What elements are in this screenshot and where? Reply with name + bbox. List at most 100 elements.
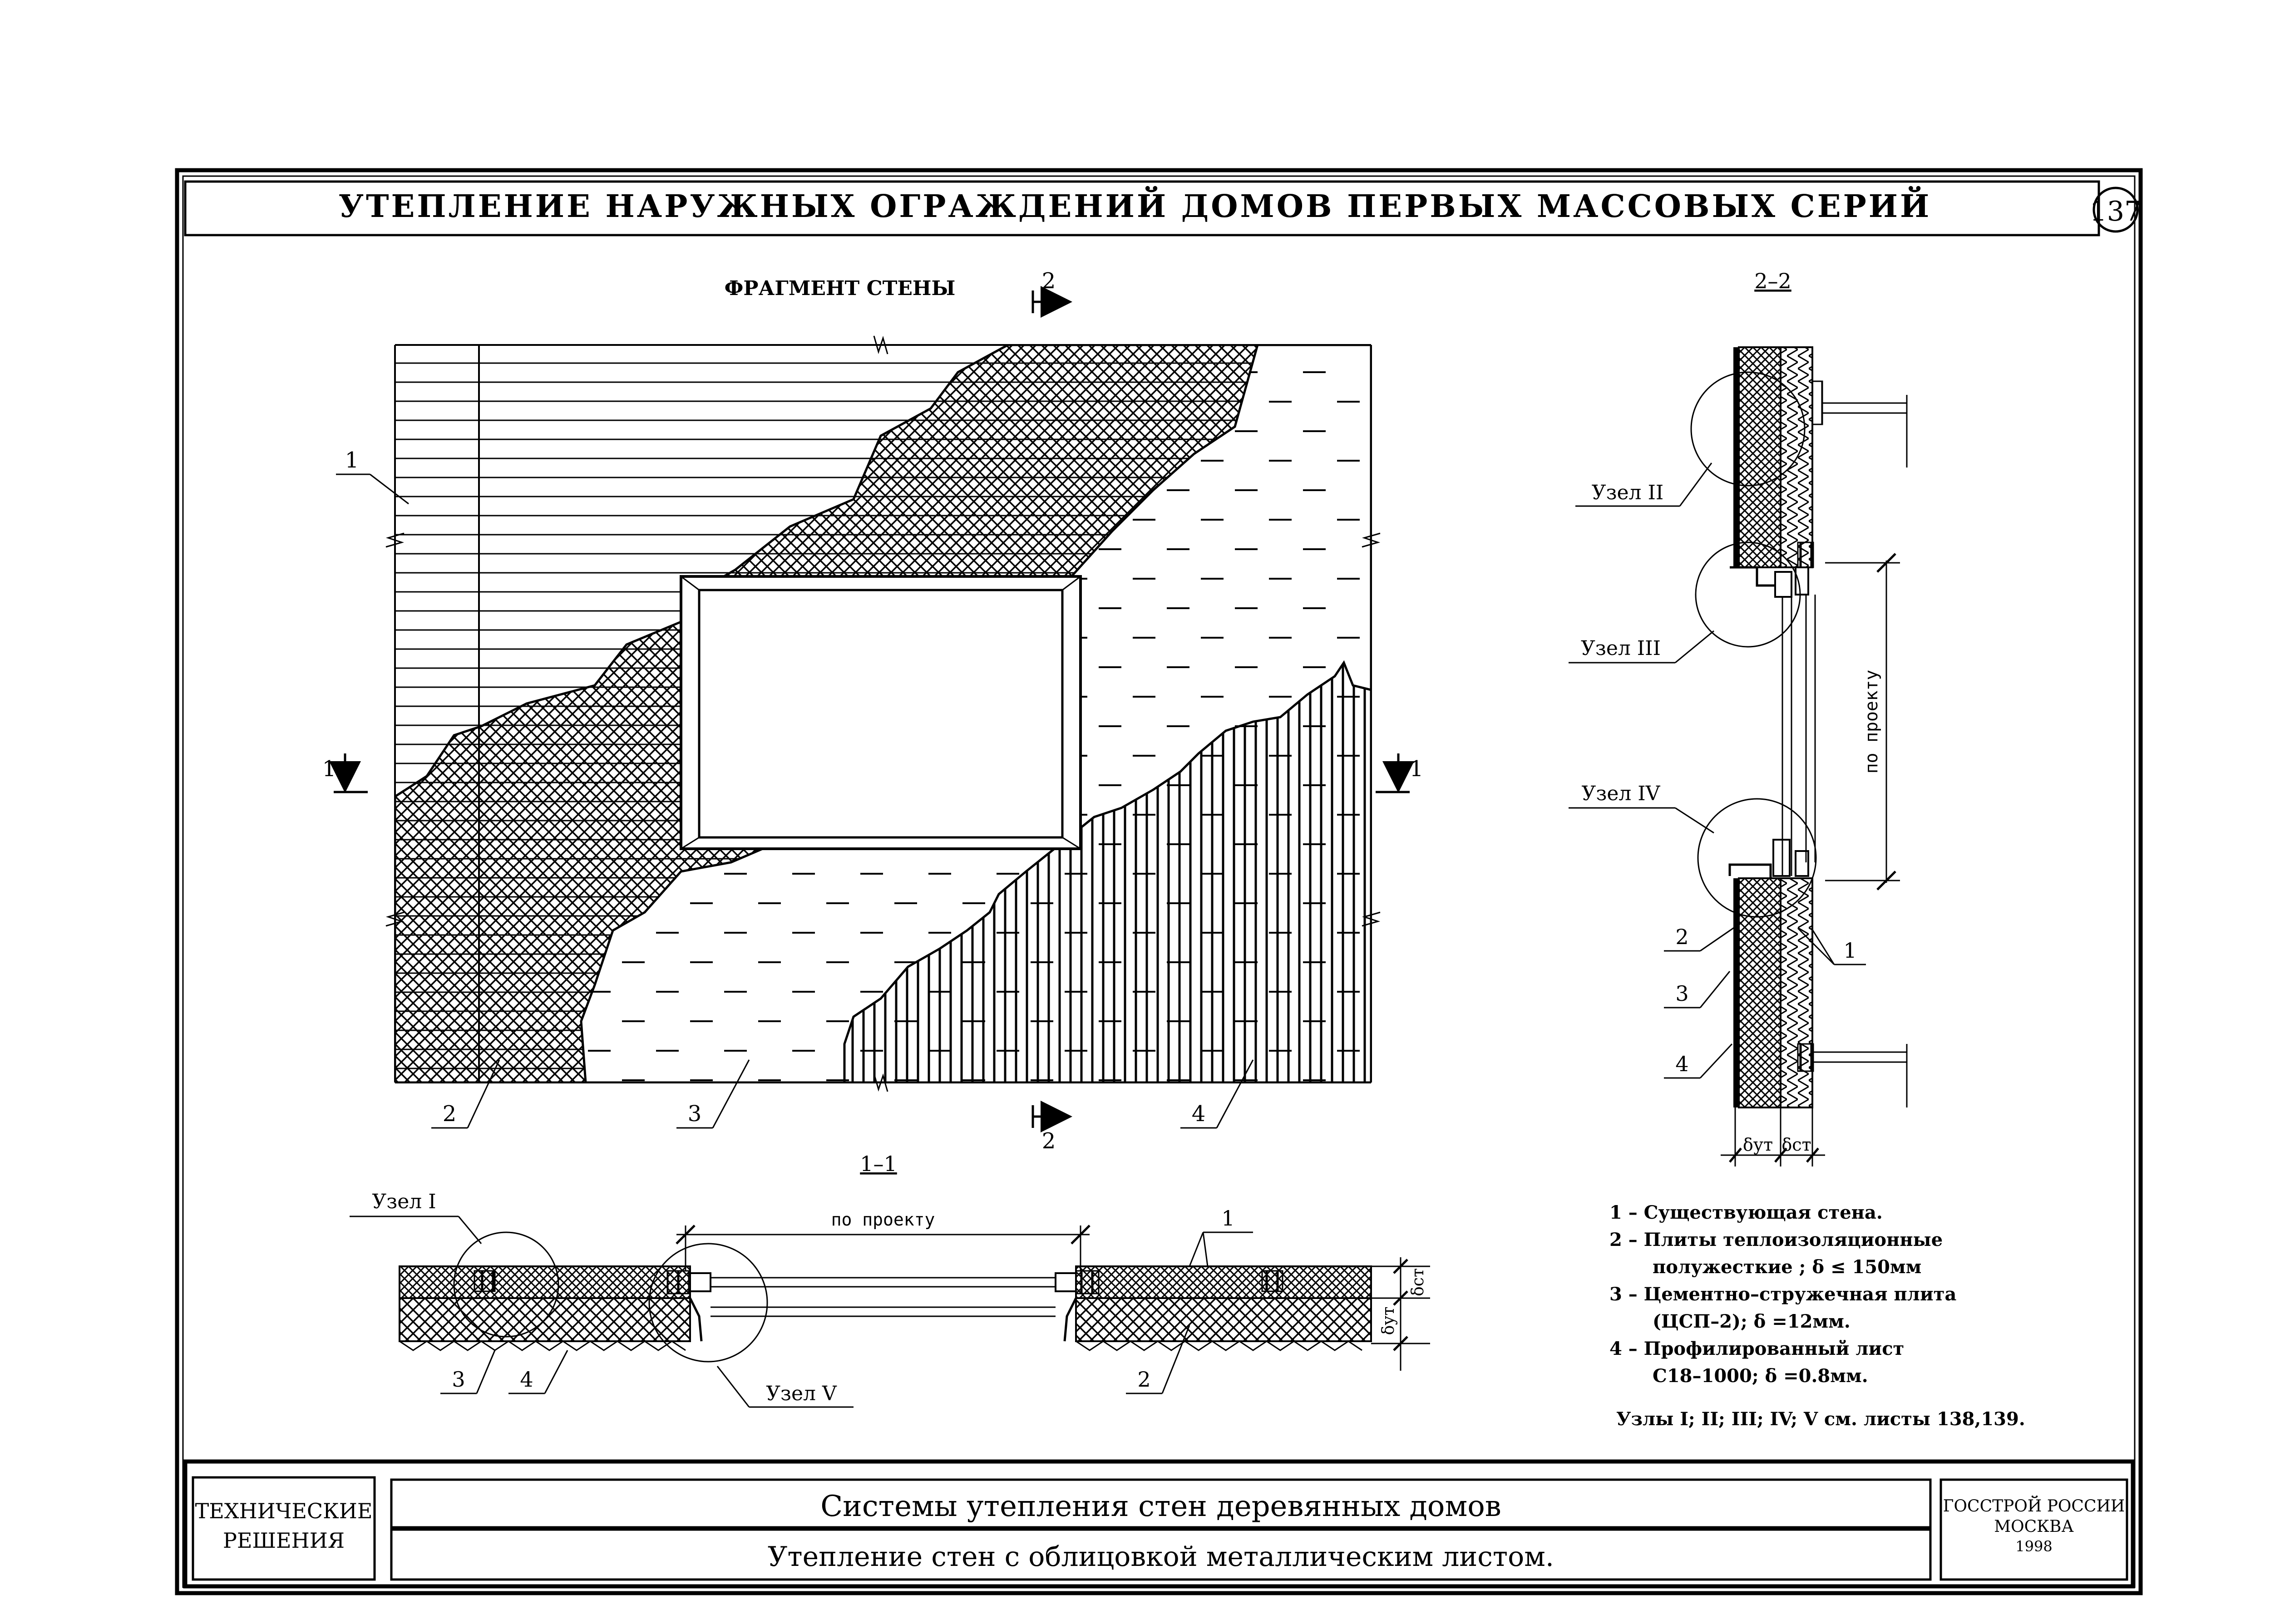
node-5-circle (648, 1243, 768, 1363)
window-head-box (1795, 566, 1809, 595)
profiled-sheet-layer (843, 660, 1371, 1083)
cut-2-marker-bottom: 2 (1031, 1101, 1072, 1154)
svg-text:Узел III: Узел III (1581, 637, 1661, 660)
break-marks (385, 335, 1381, 1092)
section-1-1-right-insulation (1075, 1265, 1372, 1299)
node-4-circle (1697, 798, 1817, 918)
org-line-2: МОСКВА (1994, 1517, 2074, 1536)
stamp-line-2: РЕШЕНИЯ (223, 1528, 345, 1553)
sheet-number-circle (2092, 187, 2139, 233)
title-block: ТЕХНИЧЕСКИЕ РЕШЕНИЯ Системы утепления ст… (183, 1459, 2135, 1589)
org-box (1939, 1478, 2128, 1581)
cut-1-label-left: 1 (322, 756, 336, 782)
stamp-line-1: ТЕХНИЧЕСКИЕ (195, 1499, 373, 1523)
cut-1-label-right: 1 (1410, 756, 1424, 782)
legend-note: Узлы I; II; III; IV; V см. листы 138,139… (1616, 1408, 2025, 1430)
svg-text:1: 1 (1221, 1206, 1234, 1230)
svg-text:3: 3 (688, 1101, 702, 1127)
cut-1-marker-right: 1 (1376, 753, 1424, 793)
section-1-1-right-bracket (1261, 1270, 1283, 1292)
node-5-label: Узел V (716, 1366, 854, 1408)
fragment-callout-2: 2 (431, 1059, 500, 1129)
svg-text:4: 4 (520, 1367, 533, 1392)
node-1-circle (453, 1231, 559, 1338)
lower-profiled-sheet (1733, 878, 1738, 1107)
legend-item-4-detail: С18–1000; δ =0.8мм. (1653, 1365, 1868, 1387)
section-1-1-title: 1–1 (860, 1152, 897, 1176)
node-4-label: Узел IV (1569, 782, 1714, 834)
window-corner-tr (1062, 576, 1081, 591)
title-block-border (183, 1459, 2135, 1589)
cut-2-label-top: 2 (1042, 268, 1056, 294)
node-1-label: Узел I (350, 1190, 482, 1244)
upper-sill-bracket (1797, 541, 1814, 568)
system-title-box (390, 1478, 1932, 1529)
section-2-2-dimension: по проекту (1825, 553, 1900, 891)
svg-text:3: 3 (452, 1367, 465, 1392)
section-1-1-left-bracket (474, 1270, 496, 1292)
svg-text:1: 1 (345, 448, 359, 473)
sheet-frame (175, 168, 2143, 1595)
svg-text:Узел II: Узел II (1592, 481, 1664, 504)
svg-text:Узел IV: Узел IV (1582, 782, 1661, 805)
legend-item-3-detail: (ЦСП–2); δ =12мм. (1653, 1311, 1851, 1332)
bottom-flashing (1728, 863, 1772, 878)
legend-item-1: 1 – Существующая стена. (1609, 1202, 1883, 1223)
window-corner-tl (681, 576, 700, 591)
section-1-1-left-reveal (689, 1297, 703, 1342)
sheet-number: 137 (2090, 196, 2142, 227)
legend-item-2: 2 – Плиты теплоизоляционные (1609, 1229, 1943, 1250)
section-2-2-callout-1: 1 (1797, 927, 1866, 965)
section-1-1-callout-3: 3 (440, 1350, 496, 1394)
svg-text:4: 4 (1675, 1052, 1688, 1076)
window-sill-box (1795, 850, 1809, 877)
svg-text:2: 2 (443, 1101, 457, 1127)
section-1-1-right-existing-wall (1075, 1297, 1372, 1342)
top-flashing (1730, 566, 1775, 587)
lower-insulation (1738, 877, 1781, 1108)
window-head-frame (1774, 571, 1792, 598)
section-1-1-right-jamb (1075, 1270, 1100, 1294)
section-1-1-left-jamb (666, 1270, 691, 1294)
section-2-2-callout-2: 2 (1664, 925, 1737, 952)
sheet-title: УТЕПЛЕНИЕ НАРУЖНЫХ ОГРАЖДЕНИЙ ДОМОВ ПЕРВ… (339, 186, 1931, 225)
drawing-title-box (390, 1528, 1932, 1581)
section-1-1-callout-4: 4 (508, 1350, 568, 1394)
section-1-1-dimension: по проекту (676, 1210, 1091, 1271)
cut-1-marker-left: 1 (322, 753, 368, 793)
section-1-1-window-frame-left (689, 1272, 711, 1292)
svg-text:Узел V: Узел V (766, 1382, 837, 1405)
window-frame (698, 589, 1064, 839)
upper-fixing-bracket (1811, 380, 1823, 425)
section-2-2-dimension-label: по проекту (1861, 670, 1881, 774)
section-2-2: 2–2 У (1569, 269, 1908, 1166)
svg-text:4: 4 (1192, 1101, 1206, 1127)
section-1-1-dimension-label: по проекту (831, 1210, 935, 1230)
window-sill-frame (1772, 839, 1791, 877)
node-2-circle (1690, 371, 1806, 487)
title-block-stamp-box (192, 1476, 376, 1581)
section-1-1-left-profiled-sheet (399, 1340, 686, 1351)
cut-2-label-bottom: 2 (1042, 1128, 1056, 1154)
legend: 1 – Существующая стена. 2 – Плиты теплои… (1609, 1202, 1956, 1387)
header-band (184, 180, 2100, 236)
svg-text:2: 2 (1137, 1367, 1150, 1392)
fragment-callout-3: 3 (676, 1059, 750, 1129)
section-1-1-window-frame-right (1055, 1272, 1077, 1292)
section-1-1-callout-1: 1 (1189, 1206, 1253, 1267)
section-1-1-right-reveal (1063, 1297, 1077, 1342)
svg-text:Узел I: Узел I (372, 1190, 436, 1213)
org-line-1: ГОССТРОЙ РОССИИ (1943, 1496, 2125, 1516)
svg-text:3: 3 (1675, 981, 1688, 1006)
fragment-callout-4: 4 (1180, 1059, 1254, 1129)
legend-item-3: 3 – Цементно–стружечная плита (1609, 1284, 1956, 1305)
section-2-2-thickness-dims: δут δст (1721, 1107, 1825, 1166)
window-opening (680, 575, 1082, 850)
svg-text:1: 1 (1843, 938, 1856, 963)
section-1-1: 1–1 по проекту (350, 1152, 1430, 1408)
section-2-2-title: 2–2 (1754, 269, 1791, 293)
window-corner-br (1062, 837, 1081, 850)
section-1-1-thickness-dims: δст δут (1371, 1257, 1430, 1371)
lower-existing-wall (1780, 877, 1813, 1108)
